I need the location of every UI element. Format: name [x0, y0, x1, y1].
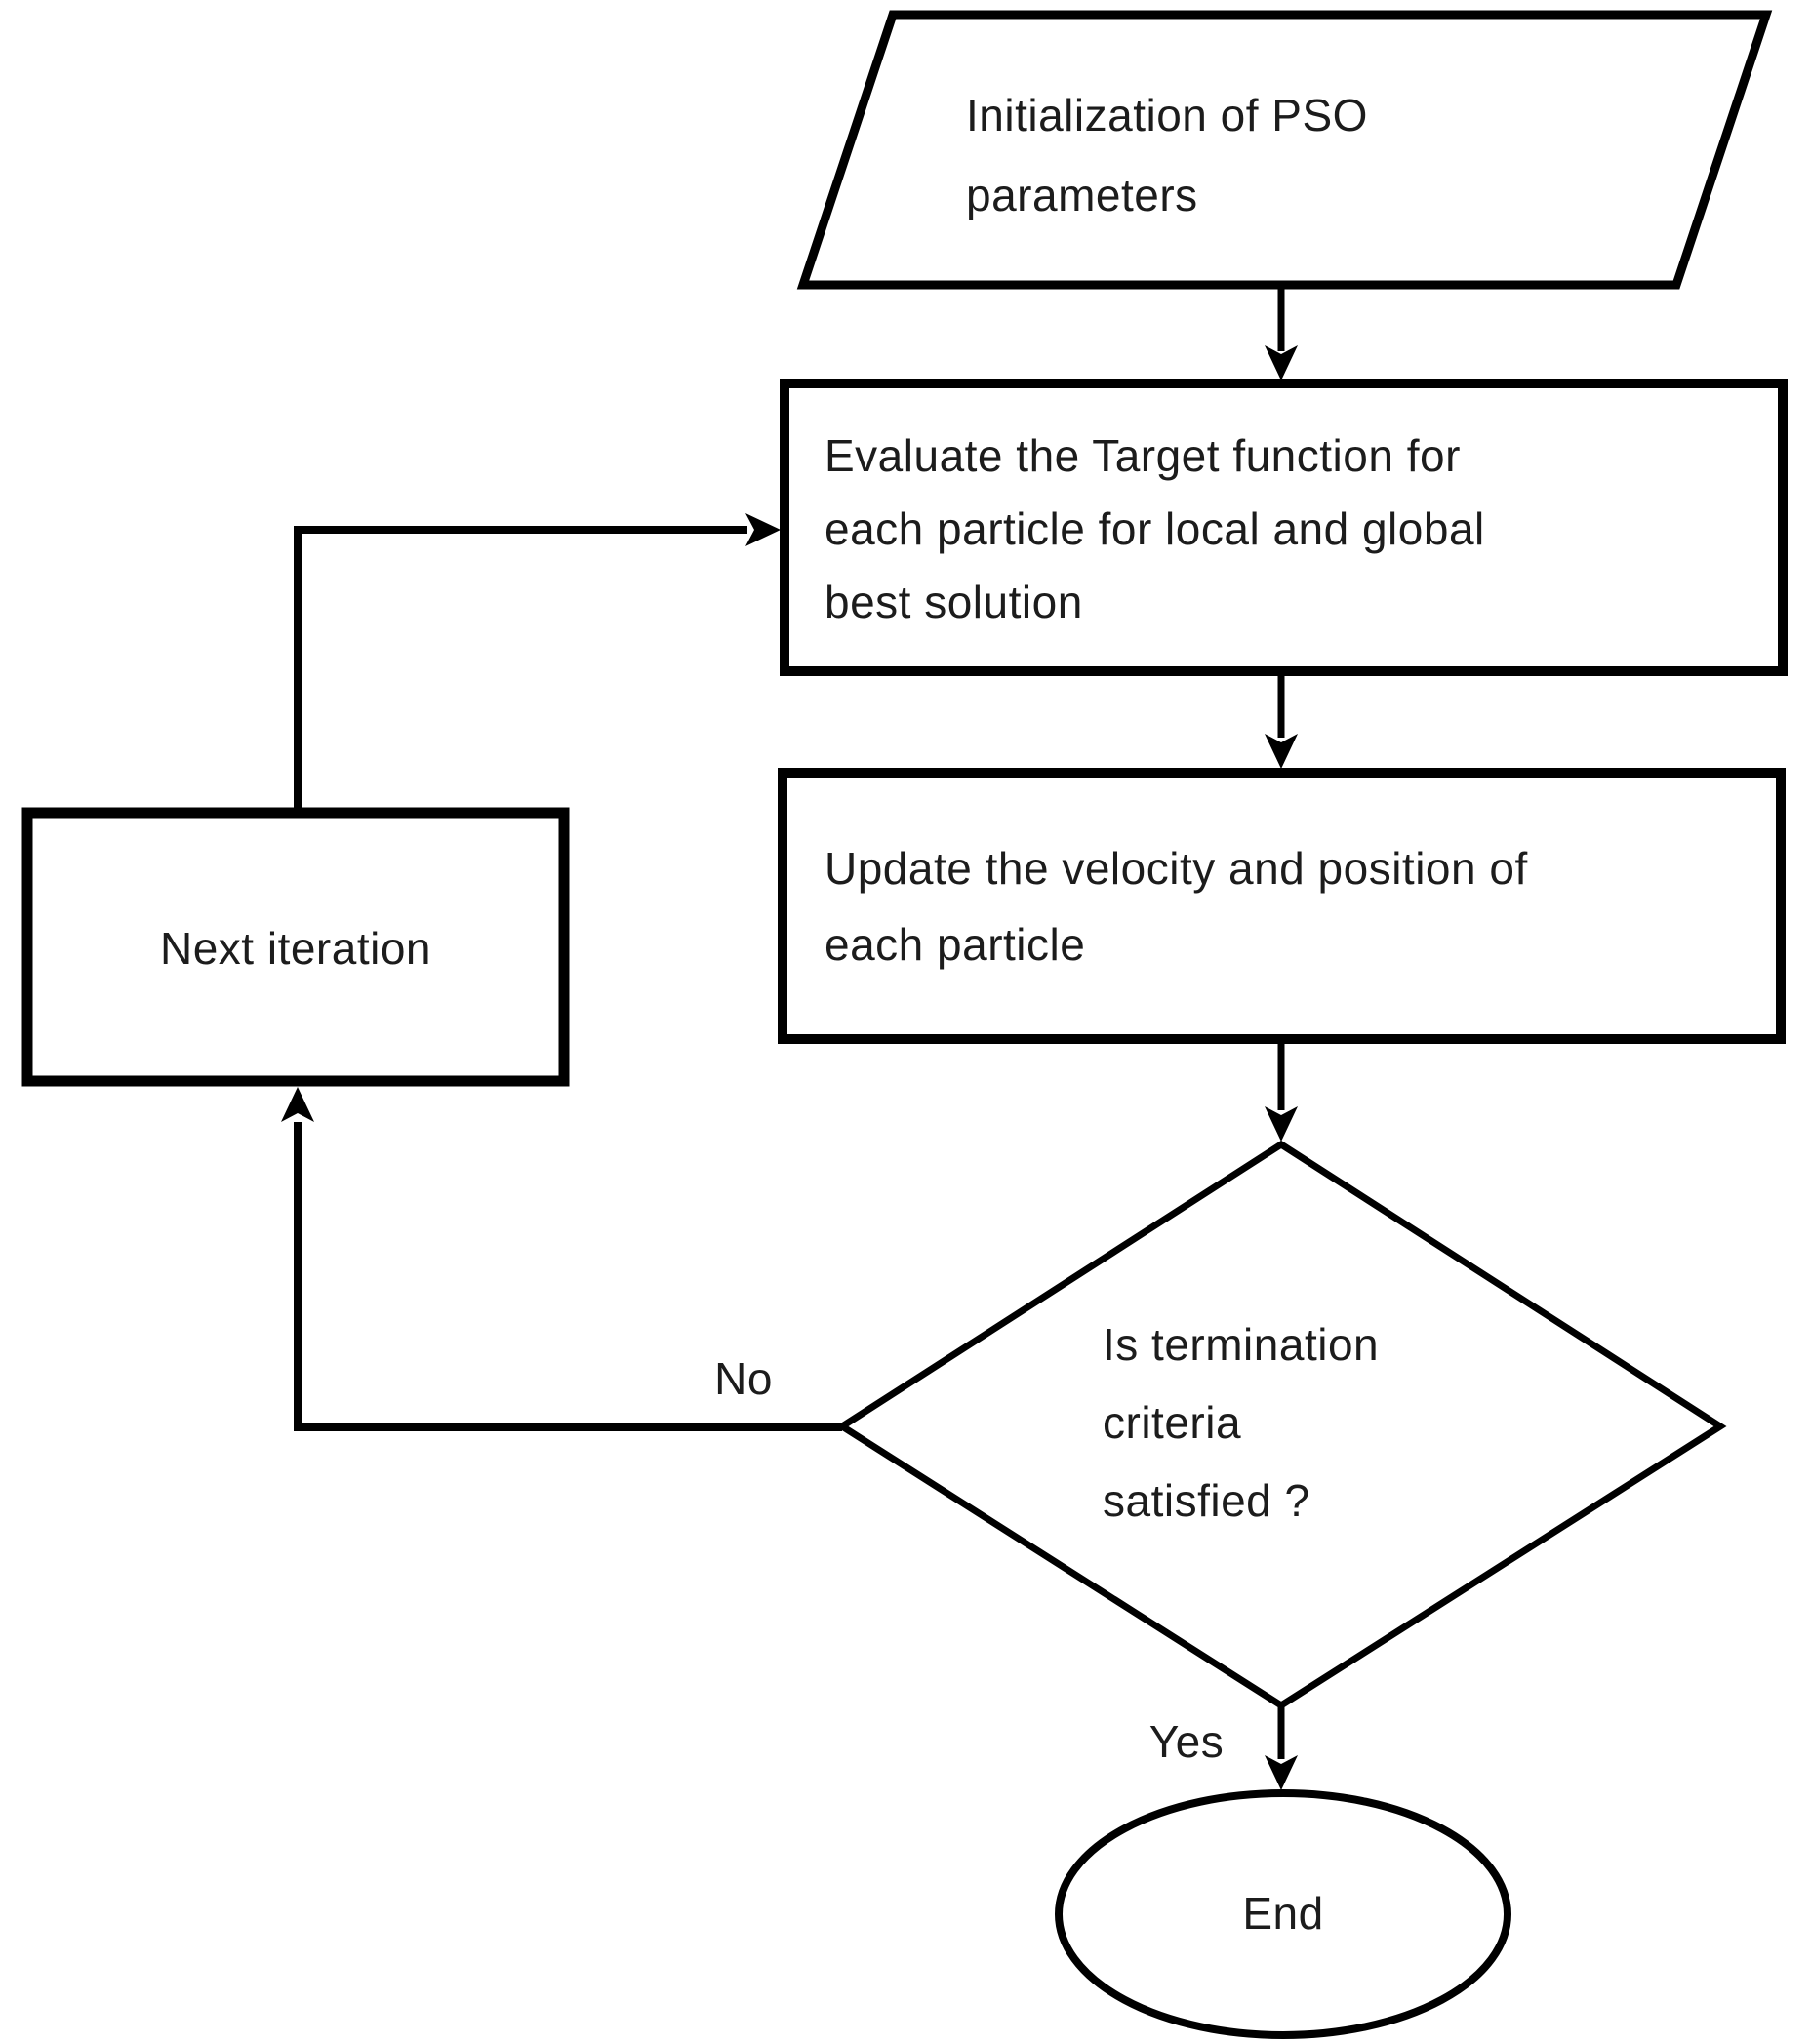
- end-ellipse-shape: [1055, 1789, 1511, 2039]
- init-parallelogram-shape: [796, 10, 1773, 290]
- update-line-2: each particle: [825, 919, 1086, 970]
- decision-line-2: criteria: [1103, 1397, 1242, 1448]
- update-node-label: Update the velocity and position of each…: [825, 830, 1528, 982]
- next-iteration-rect-shape: [21, 807, 570, 1087]
- evaluate-line-2: each particle for local and global: [825, 503, 1485, 554]
- update-line-1: Update the velocity and position of: [825, 843, 1528, 894]
- decision-diamond-shape: [835, 1140, 1727, 1710]
- yes-label-text: Yes: [1148, 1716, 1225, 1767]
- evaluate-line-3: best solution: [825, 577, 1083, 627]
- end-line-1: End: [1242, 1888, 1324, 1939]
- evaluate-line-1: Evaluate the Target function for: [825, 430, 1461, 481]
- arrow-update-to-decision: [1265, 1043, 1298, 1142]
- arrow-decision-to-end: [1265, 1707, 1298, 1790]
- update-rect-shape: [778, 768, 1786, 1044]
- arrow-evaluate-to-update: [1265, 675, 1298, 769]
- decision-line-1: Is termination: [1103, 1319, 1380, 1370]
- next-iteration-node-label: Next iteration: [27, 910, 564, 986]
- no-edge-label: No: [675, 1341, 812, 1417]
- next-iteration-line-1: Next iteration: [159, 923, 431, 974]
- init-node-label: Initialization of PSO parameters: [966, 75, 1368, 235]
- end-node-label: End: [1186, 1875, 1381, 1951]
- arrow-init-to-evaluate: [1265, 289, 1298, 381]
- no-label-text: No: [714, 1353, 773, 1404]
- decision-line-3: satisfied ?: [1103, 1475, 1310, 1526]
- evaluate-rect-shape: [780, 379, 1788, 676]
- arrow-next-iteration-to-evaluate: [294, 513, 781, 813]
- evaluate-node-label: Evaluate the Target function for each pa…: [825, 420, 1485, 639]
- init-line-2: parameters: [966, 170, 1198, 220]
- decision-node-label: Is termination criteria satisfied ?: [1103, 1305, 1379, 1540]
- init-line-1: Initialization of PSO: [966, 90, 1368, 140]
- yes-edge-label: Yes: [1118, 1703, 1255, 1780]
- arrow-decision-to-next-iteration: [281, 1087, 842, 1431]
